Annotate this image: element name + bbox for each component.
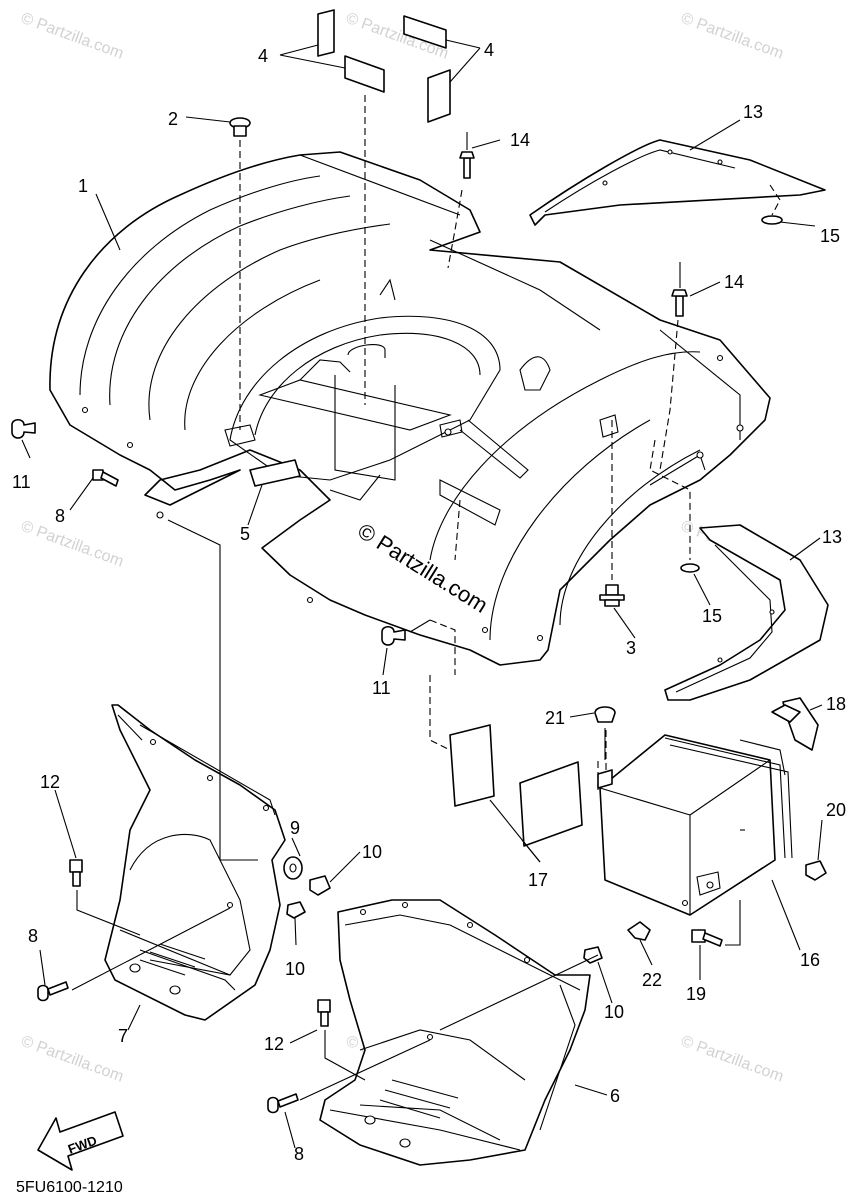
toolbox-part-16 <box>597 734 793 916</box>
callout-10: 10 <box>604 1002 624 1022</box>
callout-15: 15 <box>820 226 840 246</box>
callout-9: 9 <box>290 818 300 838</box>
watermark-text: © Partzilla.com <box>19 1033 126 1086</box>
callout-3: 3 <box>626 638 636 658</box>
callout-1: 1 <box>78 176 88 196</box>
mud-flap-part-13 <box>529 139 829 701</box>
footwell-part-6 <box>319 899 591 1166</box>
callout-10: 10 <box>362 842 382 862</box>
callout-11: 11 <box>12 472 31 492</box>
watermark-text: © Partzilla.com <box>19 10 126 63</box>
fwd-arrow-icon: FWD <box>37 1111 124 1171</box>
callout-13: 13 <box>822 527 842 547</box>
callout-6: 6 <box>610 1086 620 1106</box>
callouts: 1 2 3 4 4 5 6 7 8 8 8 9 10 10 10 11 11 1… <box>12 40 846 1164</box>
callout-14: 14 <box>724 272 744 292</box>
callout-22: 22 <box>642 970 662 990</box>
callout-14: 14 <box>510 130 530 150</box>
callout-8: 8 <box>28 926 38 946</box>
callout-21: 21 <box>545 708 565 728</box>
bracket-part-18 <box>771 697 819 751</box>
watermark-text: © Partzilla.com <box>19 518 126 571</box>
leader-lines <box>21 39 823 1149</box>
fasteners <box>11 117 827 1114</box>
callout-13: 13 <box>743 102 763 122</box>
assembly-lines <box>71 519 741 1101</box>
callout-2: 2 <box>168 109 178 129</box>
watermark-text: © Partzilla.com <box>679 1033 786 1086</box>
callout-4: 4 <box>258 46 268 66</box>
callout-11: 11 <box>372 678 391 698</box>
footwell-part-7 <box>104 704 286 1021</box>
callout-7: 7 <box>118 1026 128 1046</box>
watermark-text: © Partzilla.com <box>679 10 786 63</box>
pad-part-17 <box>449 724 583 847</box>
callout-17: 17 <box>528 870 548 890</box>
callout-12: 12 <box>40 772 60 792</box>
pad-part-4 <box>317 9 451 123</box>
callout-10: 10 <box>285 959 305 979</box>
diagram-code: 5FU6100-1210 <box>16 1179 123 1196</box>
callout-18: 18 <box>826 694 846 714</box>
callout-19: 19 <box>686 984 706 1004</box>
rear-fender-part-1 <box>49 151 771 666</box>
callout-8: 8 <box>294 1144 304 1164</box>
callout-5: 5 <box>240 524 250 544</box>
installation-lines <box>239 95 781 831</box>
callout-15: 15 <box>702 606 722 626</box>
callout-12: 12 <box>264 1034 284 1054</box>
callout-20: 20 <box>826 800 846 820</box>
callout-4: 4 <box>484 40 494 60</box>
callout-8: 8 <box>55 506 65 526</box>
callout-16: 16 <box>800 950 820 970</box>
